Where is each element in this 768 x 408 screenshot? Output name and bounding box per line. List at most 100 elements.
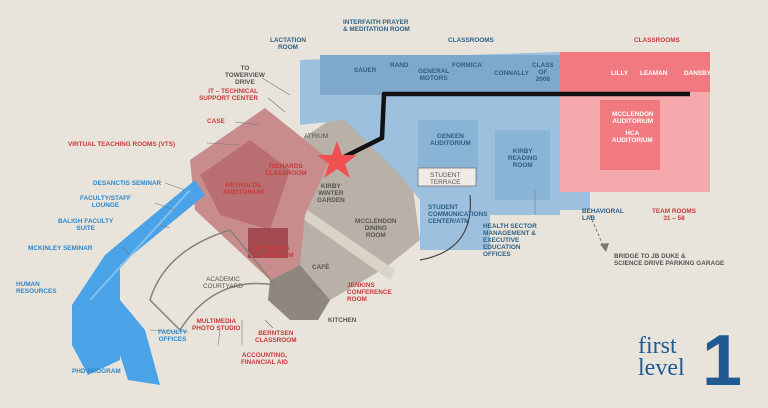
cafe-label: CAFÉ [312,264,330,271]
reynolds-auditorium-shape [200,140,290,230]
hr-line1: HUMAN [16,281,40,288]
fo-line1: FACULTY [158,329,187,336]
mcclendon-hca-auditorium [600,100,660,170]
red-classrooms-row [560,52,710,92]
class-line3: 2008 [535,76,550,83]
ac-line2: COURTYARD [203,283,243,290]
ac-line1: ACADEMIC [206,276,240,283]
mm-line1: MULTIMEDIA [196,318,237,325]
level-text: first level [638,333,685,381]
kr-line3: ROOM [512,162,533,169]
mcclendon-dining-label: MCCLENDON DINING ROOM [355,218,397,239]
kr-line1: KIRBY [512,148,533,155]
level-word-first: first [638,333,677,359]
fl-line2: LOUNGE [91,202,120,209]
tr-line2: 31 – 58 [663,215,685,222]
multimedia-label: MULTIMEDIA PHOTO STUDIO [192,318,241,332]
health-sector-label: HEALTH SECTOR MANAGEMENT & EXECUTIVE EDU… [483,223,537,258]
academic-courtyard-outline [149,229,277,332]
hr-line2: RESOURCES [16,288,57,295]
rc2-line1: RICHARDS [255,245,290,252]
bridge-arrow [600,243,609,252]
kw-line1: KIRBY [320,183,341,190]
acc-line1: ACCOUNTING, [241,352,287,359]
faculty-wing-corridor [89,189,191,301]
jk-line2: CONFERENCE [347,289,392,296]
connally-label: CONNALLY [494,70,529,77]
richards-line2: CLASSROOM [265,170,307,177]
baligh-line2: SUITE [76,225,96,232]
berntsen-label: BERNTSEN CLASSROOM [255,330,297,344]
it-line1: IT – TECHNICAL [208,88,258,95]
behavioral-lab-label: BEHAVIORAL LAB [582,208,624,222]
reynolds-line1: REYNOLDS [225,182,262,189]
sauer-label: SAUER [354,67,377,74]
student-comm-label: STUDENT COMMUNICATIONS CENTER/ATM [428,204,488,225]
mcclendon-aud-label: MCCLENDON AUDITORIUM [612,111,654,125]
lactation-line2: ROOM [278,44,298,51]
hs-line2: MANAGEMENT & [483,230,536,237]
reynolds-label: REYNOLDS AUDITORIUM [223,182,264,196]
sc-line1: STUDENT [428,204,459,211]
tr-line1: TEAM ROOMS [652,208,697,215]
it-line2: SUPPORT CENTER [199,95,258,102]
case-label: CASE [207,118,225,125]
jk-line3: ROOM [347,296,367,303]
richards-classroom2-label: RICHARDS CLASSROOM [252,245,294,259]
you-are-here-star [317,141,357,178]
st-line1: STUDENT [430,172,461,179]
gm-line2: MOTORS [419,75,448,82]
baligh-line1: BALIGH FACULTY [58,218,114,225]
formica-label: FORMICA [452,62,482,69]
leaman-label: LEAMAN [640,70,668,77]
class-2008-label: CLASS OF 2008 [532,62,554,83]
bl-line2: LAB [582,215,596,222]
kw-line3: GARDEN [317,197,345,204]
hs-line3: EXECUTIVE [483,237,520,244]
dansby-label: DANSBY [684,70,711,77]
bridge-line2: SCIENCE DRIVE PARKING GARAGE [614,260,725,267]
baligh-label: BALIGH FACULTY SUITE [58,218,113,232]
interfaith-line1: INTERFAITH PRAYER [343,19,409,26]
geneen-line2: AUDITORIUM [430,140,471,147]
hs-line5: OFFICES [483,251,511,258]
bc-line2: CLASSROOM [255,337,297,344]
kw-line2: WINTER [318,190,344,197]
md-line1: MCCLENDON [355,218,397,225]
bl-line1: BEHAVIORAL [582,208,624,215]
richards-line1: RICHARDS [268,163,303,170]
interfaith-line2: & MEDITATION ROOM [343,26,410,33]
interfaith-label: INTERFAITH PRAYER & MEDITATION ROOM [343,19,410,33]
faculty-offices-label: FACULTY OFFICES [158,329,187,343]
rc2-line2: CLASSROOM [252,252,294,259]
phd-label: PHD PROGRAM [72,368,121,375]
bc-line1: BERNTSEN [258,330,294,337]
level-number: 1 [702,321,743,401]
kitchen-building [268,265,330,320]
hca-line1: HCA [625,130,640,137]
level-word-level: level [638,355,685,381]
st-line2: TERRACE [430,179,461,186]
bridge-label: BRIDGE TO JB DUKE & SCIENCE DRIVE PARKIN… [614,253,724,267]
sc-line2: COMMUNICATIONS [428,211,488,218]
desanctis-label: DESANCTIS SEMINAR [93,180,162,187]
team-rooms-label: TEAM ROOMS 31 – 58 [652,208,696,222]
faculty-lounge-label: FACULTY/STAFF LOUNGE [80,195,131,209]
human-resources-label: HUMAN RESOURCES [16,281,56,295]
fo-line2: OFFICES [158,336,187,343]
student-terrace-label: STUDENT TERRACE [430,172,461,186]
acc-line2: FINANCIAL AID [241,359,288,366]
kirby-winter-label: KIRBY WINTER GARDEN [317,183,345,204]
richards-label: RICHARDS CLASSROOM [265,163,307,177]
to-tower-line1: TO [240,65,250,72]
lactation-line1: LACTATION [270,37,306,44]
classrooms-top-label: CLASSROOMS [448,37,494,44]
faculty-wing [72,180,205,375]
to-towerview-label: TO TOWERVIEW DRIVE [225,65,265,86]
vts-label: VIRTUAL TEACHING ROOMS (VTS) [68,141,176,148]
geneen-line1: GENEEN [436,133,464,140]
it-support-label: IT – TECHNICAL SUPPORT CENTER [158,88,258,102]
mcaud-line2: AUDITORIUM [612,118,654,125]
md-line2: DINING [364,225,387,232]
student-terrace-arc [419,194,472,261]
